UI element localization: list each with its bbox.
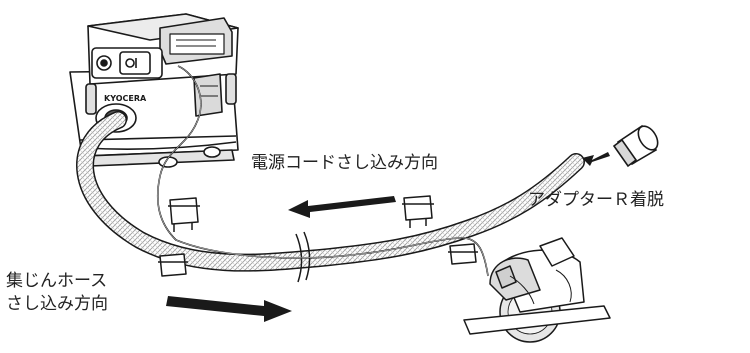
arrow-icon xyxy=(166,152,610,322)
vacuum-cleaner-icon xyxy=(69,13,239,168)
cord-clip-icon xyxy=(158,195,478,277)
adapter-arrow xyxy=(582,152,610,166)
hose-direction-arrow xyxy=(166,296,292,322)
hose-direction-label: 集じんホース さし込み方向 xyxy=(6,270,108,316)
adapter-label: アダプターＲ着脱 xyxy=(528,190,664,210)
cord-direction-arrow xyxy=(288,196,396,218)
power-cord xyxy=(156,65,489,277)
adapter-r-icon xyxy=(612,124,659,168)
circular-saw-icon xyxy=(463,237,611,343)
hose-label-line1: 集じんホース xyxy=(6,271,108,291)
hose-label-line2: さし込み方向 xyxy=(6,294,108,314)
cord-direction-label: 電源コードさし込み方向 xyxy=(251,153,438,173)
brand-logo: KYOCERA xyxy=(104,94,147,103)
